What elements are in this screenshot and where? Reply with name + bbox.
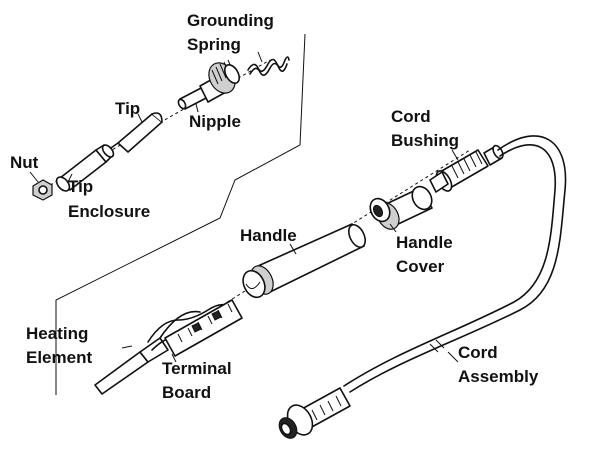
label-tip-enclosure-line1: Tip — [68, 177, 93, 196]
label-grounding-spring-line1: Grounding — [187, 11, 274, 30]
nut-part — [32, 179, 53, 201]
label-terminal-board-line1: Terminal — [162, 359, 232, 378]
tip-part — [107, 112, 163, 153]
grounding-spring — [247, 56, 290, 76]
label-tip-enclosure-line2: Enclosure — [68, 202, 150, 221]
label-grounding-spring-line2: Spring — [187, 35, 241, 54]
label-handle-cover-line1: Handle — [396, 233, 453, 252]
cord-assembly-part — [278, 135, 567, 439]
label-handle: Handle — [240, 226, 297, 245]
leader-lines — [29, 51, 459, 363]
label-cord-assembly-line2: Assembly — [458, 367, 539, 386]
label-terminal-board-line2: Board — [162, 383, 211, 402]
nipple-part — [177, 59, 241, 110]
terminal-board-part — [164, 299, 243, 357]
frame-guide-line — [55, 33, 306, 395]
label-nipple: Nipple — [189, 112, 241, 131]
label-heating-element-line2: Element — [26, 348, 92, 367]
label-cord-bushing-line2: Bushing — [391, 131, 459, 150]
tip-enclosure-part — [55, 144, 115, 192]
cord-bushing-part — [429, 144, 504, 193]
label-nut: Nut — [10, 153, 39, 172]
label-handle-cover-line2: Cover — [396, 257, 445, 276]
label-heating-element-line1: Heating — [26, 324, 88, 343]
label-cord-assembly-line1: Cord — [458, 343, 498, 362]
label-tip: Tip — [115, 99, 140, 118]
handle-cover-part — [369, 185, 433, 230]
label-cord-bushing-line1: Cord — [391, 107, 431, 126]
labels: Grounding Spring Tip Nipple Nut Tip Encl… — [10, 11, 539, 402]
handle-part — [242, 223, 367, 299]
